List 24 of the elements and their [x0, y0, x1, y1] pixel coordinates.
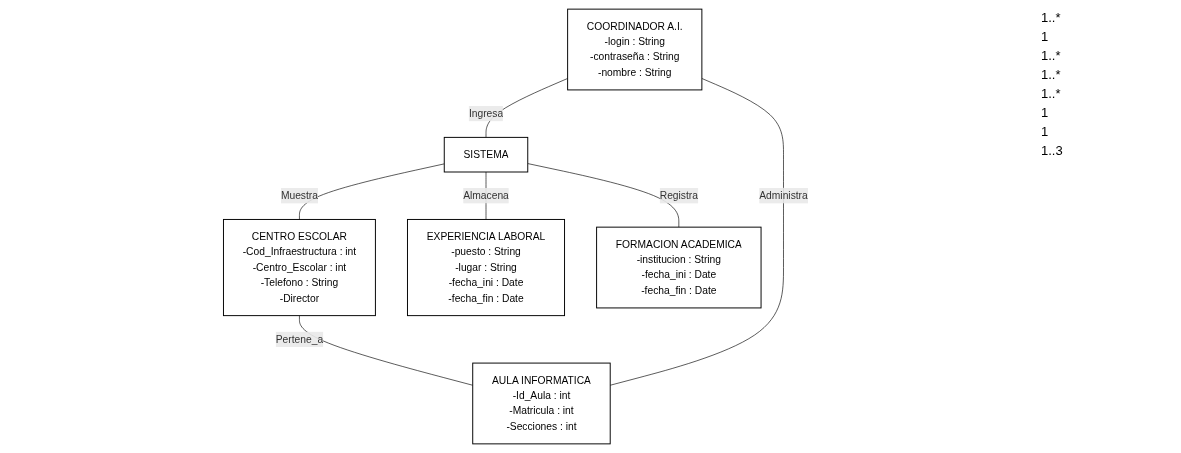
multiplicity-label: 1..*	[1041, 67, 1062, 82]
edge-label: Registra	[659, 189, 698, 201]
connector	[609, 78, 784, 386]
node-box: FORMACION ACADEMICA -institucion : String -fecha_ini : Date -fecha_fin : Date	[596, 226, 762, 309]
node-box: COORDINADOR A.I. -login : String -contraseña : String -nombre : String	[567, 8, 703, 91]
edge-label: Ingresa	[468, 107, 504, 119]
connector	[299, 315, 473, 386]
multiplicity-label: 1	[1041, 124, 1050, 139]
edge-label: Almacena	[463, 189, 509, 201]
multiplicity-label: 1..3	[1041, 143, 1064, 158]
multiplicity-label: 1..*	[1041, 48, 1062, 63]
edge-label: Pertene_a	[275, 333, 324, 345]
multiplicity-label: 1	[1041, 105, 1050, 120]
node-box: AULA INFORMATICA -Id_Aula : int -Matricula : int -Secciones : int	[472, 362, 611, 445]
edge-label: Administra	[759, 189, 808, 201]
node-box: CENTRO ESCOLAR -Cod_Infraestructura : int -Centro_Escolar : int -Telefono : String -Director	[222, 218, 376, 317]
multiplicity-label: 1..*	[1041, 86, 1062, 101]
node-box: SISTEMA	[443, 136, 529, 173]
edge-label: Muestra	[280, 189, 318, 201]
connector	[299, 163, 445, 220]
node-box: EXPERIENCIA LABORAL -puesto : String -lugar : String -fecha_ini : Date -fecha_fin : Date	[406, 218, 565, 317]
connector	[527, 163, 680, 228]
multiplicity-label: 1..*	[1041, 10, 1062, 25]
multiplicity-label: 1	[1041, 29, 1050, 44]
